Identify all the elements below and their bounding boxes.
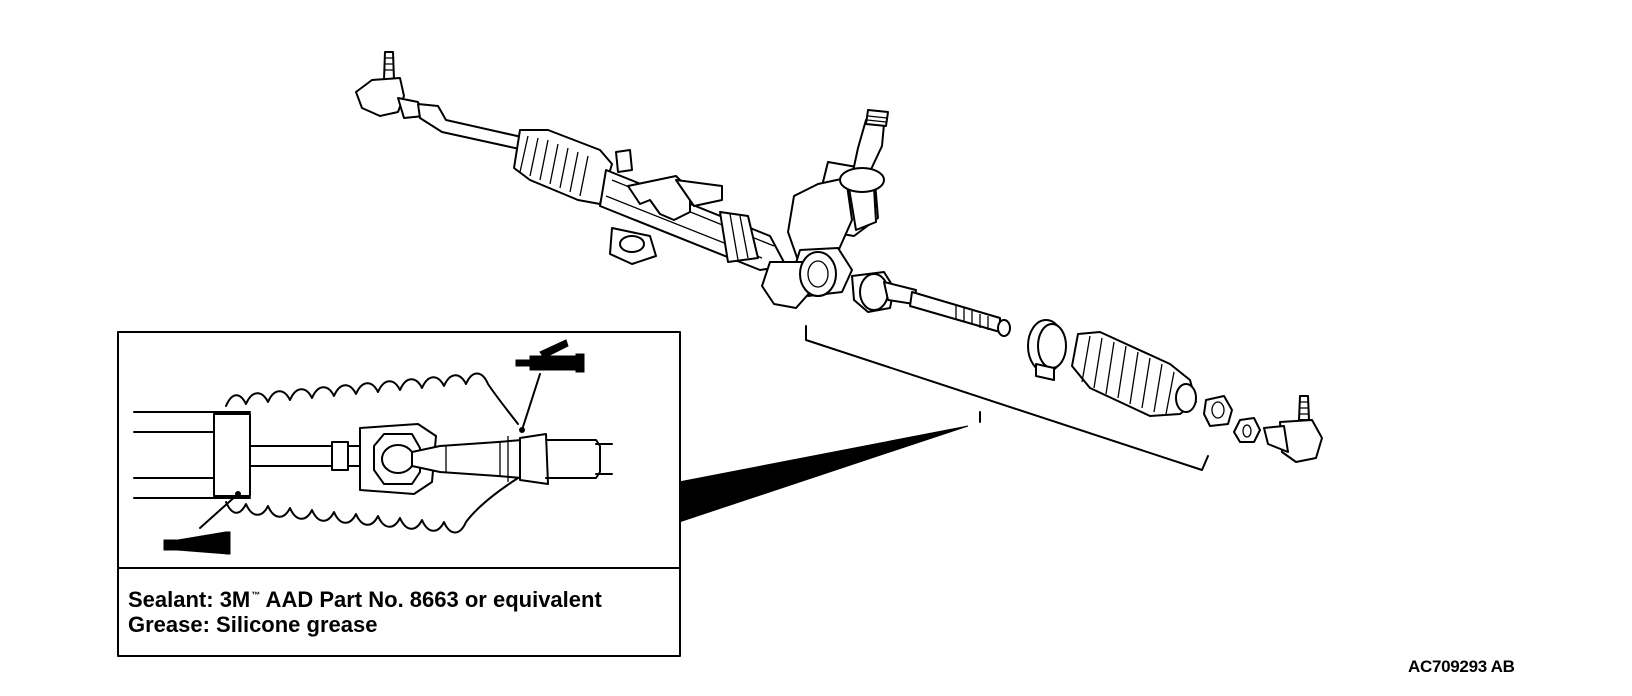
inset-boot-outline (225, 372, 519, 425)
sealant-spec: Sealant: 3M™ AAD Part No. 8663 or equiva… (128, 587, 602, 612)
sealant-tube-icon (163, 531, 231, 555)
left-tie-rod (417, 103, 527, 151)
trademark-mark: ™ (251, 590, 261, 600)
pinion-valve-housing (761, 161, 879, 309)
right-inner-tie-rod (909, 291, 1001, 333)
grease-spec: Grease: Silicone grease (128, 612, 378, 637)
exploded-parts (805, 319, 1323, 471)
boot-clip (1203, 395, 1233, 427)
inset-detail (117, 331, 681, 657)
right-bellows-boot (1071, 331, 1197, 417)
inset-caption: Sealant: 3M™ AAD Part No. 8663 or equiva… (128, 583, 688, 637)
right-tie-rod-end (1263, 395, 1323, 463)
lock-nut (1233, 417, 1261, 443)
left-bellows-boot (513, 129, 613, 205)
boot-clamp (1027, 319, 1067, 381)
callout-pointer (678, 425, 969, 523)
grouping-bracket (805, 325, 1209, 471)
grease-gun-icon (515, 339, 585, 373)
left-tie-rod-end (383, 51, 395, 81)
steering-gear-assembly (355, 51, 1011, 337)
figure-id: AC709293 AB (1408, 657, 1515, 676)
